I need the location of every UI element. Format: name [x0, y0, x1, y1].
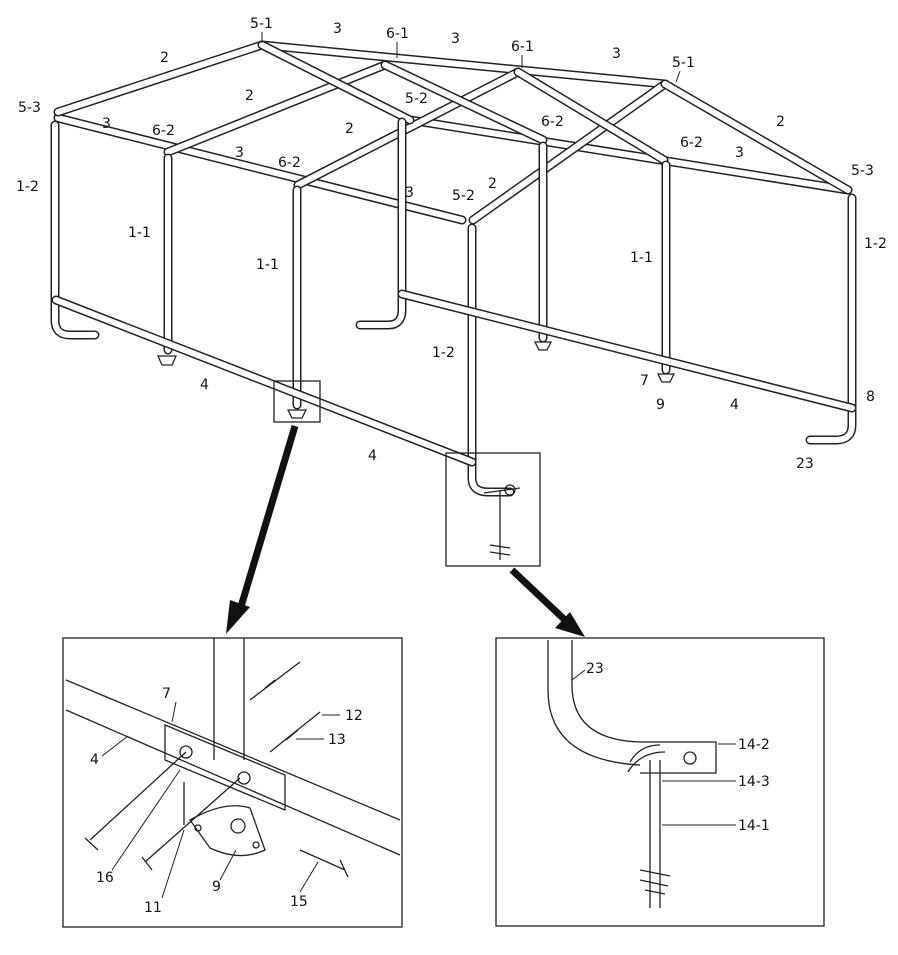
label-5-3: 5-3 [18, 100, 41, 116]
label-4: 4 [368, 448, 377, 464]
label-2: 2 [488, 176, 497, 192]
label-5-1: 5-1 [250, 16, 273, 32]
label-6-2: 6-2 [152, 123, 175, 139]
detail-panel-ground-stake: 23 14-2 14-3 14-1 [495, 637, 825, 927]
label-4: 4 [730, 397, 739, 413]
label-8: 8 [866, 389, 875, 405]
detail-label-14-1: 14-1 [738, 818, 770, 834]
detail-label-9: 9 [212, 879, 221, 895]
label-3: 3 [612, 46, 621, 62]
detail-label-15: 15 [290, 894, 308, 910]
label-2: 2 [345, 121, 354, 137]
detail-label-4: 4 [90, 752, 99, 768]
detail-label-7: 7 [162, 686, 171, 702]
label-6-2: 6-2 [541, 114, 564, 130]
detail-label-16: 16 [96, 870, 114, 886]
detail-box-foot [273, 380, 321, 423]
label-9: 9 [656, 397, 665, 413]
arrow-to-left-detail [226, 424, 299, 634]
label-23: 23 [796, 456, 814, 472]
label-3: 3 [451, 31, 460, 47]
label-3: 3 [102, 116, 111, 132]
label-6-2: 6-2 [680, 135, 703, 151]
detail-label-23: 23 [586, 661, 604, 677]
detail-panel-foot-plate: 7 4 12 13 16 11 9 15 [62, 637, 403, 928]
detail-box-stake [445, 452, 541, 567]
label-2: 2 [160, 50, 169, 66]
label-6-2: 6-2 [278, 155, 301, 171]
label-1-2: 1-2 [432, 345, 455, 361]
label-3: 3 [333, 21, 342, 37]
label-1-1: 1-1 [256, 257, 279, 273]
label-5-1: 5-1 [672, 55, 695, 71]
arrow-to-right-detail [509, 567, 585, 637]
label-2: 2 [776, 114, 785, 130]
overview-label-group: 5-1 3 6-1 3 6-1 3 5-1 2 5-3 2 3 6-2 5-2 … [16, 16, 887, 472]
detail-label-14-3: 14-3 [738, 774, 770, 790]
label-1-2: 1-2 [864, 236, 887, 252]
detail-label-12: 12 [345, 708, 363, 724]
label-6-1: 6-1 [511, 39, 534, 55]
detail-label-13: 13 [328, 732, 346, 748]
label-2: 2 [245, 88, 254, 104]
label-5-2: 5-2 [405, 91, 428, 107]
label-5-3: 5-3 [851, 163, 874, 179]
label-5-2: 5-2 [452, 188, 475, 204]
label-4: 4 [200, 377, 209, 393]
label-1-1: 1-1 [630, 250, 653, 266]
label-6-1: 6-1 [386, 26, 409, 42]
detail-label-14-2: 14-2 [738, 737, 770, 753]
detail-label-11: 11 [144, 900, 162, 916]
label-7: 7 [640, 373, 649, 389]
label-3: 3 [235, 145, 244, 161]
label-1-2: 1-2 [16, 179, 39, 195]
label-3: 3 [735, 145, 744, 161]
label-1-1: 1-1 [128, 225, 151, 241]
canopy-frame [50, 40, 857, 560]
label-3: 3 [405, 185, 414, 201]
